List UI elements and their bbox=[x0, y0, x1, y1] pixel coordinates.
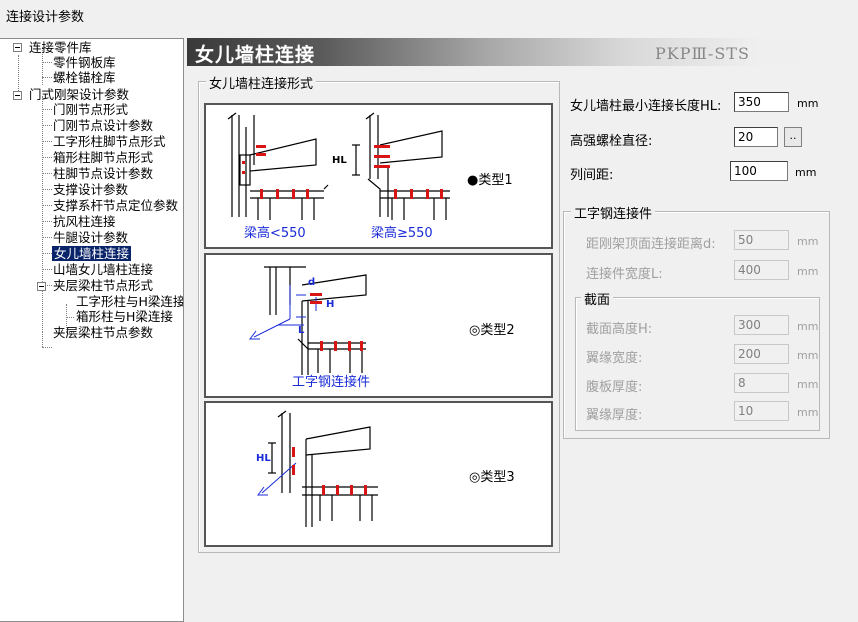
tree-item-bolt-library[interactable]: 螺栓锚栓库 bbox=[53, 70, 116, 85]
tree-line bbox=[42, 285, 52, 286]
tree-item-i-column-h-beam[interactable]: 工字形柱与H梁连接 bbox=[76, 294, 184, 309]
column-spacing-unit: mm bbox=[795, 166, 817, 179]
bolt-diameter-browse-button[interactable]: .. bbox=[784, 127, 802, 147]
type1-radio[interactable]: ●类型1 bbox=[467, 173, 513, 188]
type2-h-dimension: H bbox=[326, 299, 334, 310]
tree-item-plate-library[interactable]: 零件钢板库 bbox=[53, 55, 116, 70]
type3-radio[interactable]: ◎类型3 bbox=[469, 470, 515, 485]
connector-width-label: 连接件宽度L: bbox=[586, 267, 663, 282]
type3-hl-dimension: HL bbox=[256, 453, 271, 464]
tree-line bbox=[42, 77, 52, 78]
type1-hl-dimension: HL bbox=[332, 155, 347, 166]
web-thickness-unit: mm bbox=[797, 378, 819, 391]
tree-item-portal-frame[interactable]: 门式刚架设计参数 bbox=[29, 87, 130, 102]
tree-item-wind-column[interactable]: 抗风柱连接 bbox=[53, 214, 116, 229]
tree-line bbox=[66, 332, 74, 333]
connector-group bbox=[563, 211, 830, 439]
section-height-unit: mm bbox=[797, 320, 819, 333]
type2-drawing: d H L 工字钢连接件 bbox=[249, 266, 370, 390]
tree-line bbox=[42, 47, 43, 85]
collapse-icon[interactable] bbox=[13, 91, 22, 100]
connector-width-unit: mm bbox=[797, 265, 819, 278]
panel-title: 女儿墙柱连接 bbox=[195, 44, 316, 66]
tree-line bbox=[42, 253, 52, 254]
brand-label: PKPⅢ-STS bbox=[655, 44, 750, 63]
tree-item-parapet-column[interactable]: 女儿墙柱连接 bbox=[52, 246, 132, 261]
tree-item-joint-form[interactable]: 门刚节点形式 bbox=[53, 102, 129, 117]
type3-option[interactable]: HL ◎类型3 bbox=[204, 401, 553, 547]
tree-line bbox=[42, 62, 52, 63]
collapse-icon[interactable] bbox=[37, 282, 46, 291]
tree-line bbox=[18, 55, 19, 99]
type1-caption-b: 梁高≥550 bbox=[371, 225, 433, 241]
type2-caption: 工字钢连接件 bbox=[292, 374, 370, 390]
web-thickness-label: 腹板厚度: bbox=[586, 380, 643, 395]
tree-item-base-params[interactable]: 柱脚节点设计参数 bbox=[53, 166, 154, 181]
column-spacing-label: 列间距: bbox=[570, 168, 614, 183]
flange-thickness-label: 翼缘厚度: bbox=[586, 408, 643, 423]
column-spacing-input[interactable]: 100 bbox=[730, 161, 788, 181]
collapse-icon[interactable] bbox=[13, 43, 22, 52]
tree-line bbox=[42, 109, 52, 110]
connector-distance-unit: mm bbox=[797, 235, 819, 248]
connector-distance-label: 距刚架顶面连接距离d: bbox=[586, 237, 716, 252]
type1-option[interactable]: HL 梁高<550 梁高≥550 ●类型1 bbox=[204, 103, 553, 249]
section-height-label: 截面高度H: bbox=[586, 322, 653, 337]
type2-l-dimension: L bbox=[298, 325, 305, 336]
connector-group-label: 工字钢连接件 bbox=[571, 203, 656, 222]
tree-item-brace-params[interactable]: 支撑设计参数 bbox=[53, 182, 129, 197]
tree-line bbox=[42, 96, 43, 332]
bolt-diameter-input[interactable]: 20 bbox=[734, 127, 778, 147]
connection-type-group bbox=[198, 81, 560, 553]
tree-line bbox=[42, 332, 43, 347]
tree-item-box-column-h-beam[interactable]: 箱形柱与H梁连接 bbox=[76, 309, 173, 324]
tree-line bbox=[42, 141, 52, 142]
tree-line bbox=[42, 347, 52, 348]
tree-item-gable-parapet[interactable]: 山墙女儿墙柱连接 bbox=[53, 262, 154, 277]
connection-type-group-label: 女儿墙柱连接形式 bbox=[206, 73, 317, 92]
tree-line bbox=[42, 125, 52, 126]
panel-header bbox=[187, 38, 858, 66]
section-height-input[interactable]: 300 bbox=[734, 315, 789, 335]
tree-item-parts-library[interactable]: 连接零件库 bbox=[29, 40, 92, 55]
type2-option[interactable]: d H L 工字钢连接件 ◎类型2 bbox=[204, 253, 553, 398]
tree-item-box-column-base[interactable]: 箱形柱脚节点形式 bbox=[53, 150, 154, 165]
bolt-diameter-label: 高强螺栓直径: bbox=[570, 134, 653, 149]
section-group-label: 截面 bbox=[581, 289, 614, 308]
connector-width-input[interactable]: 400 bbox=[734, 260, 789, 280]
type2-radio[interactable]: ◎类型2 bbox=[469, 323, 515, 338]
tree-line bbox=[66, 317, 74, 318]
tree-line bbox=[42, 237, 52, 238]
flange-thickness-input[interactable]: 10 bbox=[734, 401, 789, 421]
connector-distance-input[interactable]: 50 bbox=[734, 230, 789, 250]
flange-width-label: 翼缘宽度: bbox=[586, 351, 643, 366]
min-length-input[interactable]: 350 bbox=[734, 92, 789, 112]
flange-width-input[interactable]: 200 bbox=[734, 344, 789, 364]
tree-item-brace-tie-params[interactable]: 支撑系杆节点定位参数 bbox=[53, 198, 179, 213]
flange-width-unit: mm bbox=[797, 349, 819, 362]
settings-tree[interactable]: 连接零件库 零件钢板库 螺栓锚栓库 门式刚架设计参数 门刚节点形式 门刚节点设计… bbox=[0, 38, 184, 622]
type3-drawing: HL bbox=[256, 410, 378, 527]
tree-item-joint-params[interactable]: 门刚节点设计参数 bbox=[53, 118, 154, 133]
tree-line bbox=[42, 157, 52, 158]
tree-line bbox=[42, 189, 52, 190]
type2-d-dimension: d bbox=[308, 277, 315, 288]
tree-line bbox=[42, 221, 52, 222]
tree-line bbox=[42, 269, 52, 270]
tree-item-i-column-base[interactable]: 工字形柱脚节点形式 bbox=[53, 134, 166, 149]
tree-item-mezzanine-form[interactable]: 夹层梁柱节点形式 bbox=[53, 278, 154, 293]
flange-thickness-unit: mm bbox=[797, 406, 819, 419]
section-group bbox=[575, 297, 820, 431]
tree-item-mezzanine-params[interactable]: 夹层梁柱节点参数 bbox=[53, 325, 154, 340]
min-length-unit: mm bbox=[797, 97, 819, 110]
tree-line bbox=[42, 205, 52, 206]
min-length-label: 女儿墙柱最小连接长度HL: bbox=[570, 99, 722, 114]
type1-drawing: HL 梁高<550 梁高≥550 bbox=[227, 112, 450, 241]
tree-item-bracket-params[interactable]: 牛腿设计参数 bbox=[53, 230, 129, 245]
window-title: 连接设计参数 bbox=[6, 10, 85, 25]
web-thickness-input[interactable]: 8 bbox=[734, 373, 789, 393]
tree-line bbox=[42, 173, 52, 174]
tree-line bbox=[66, 304, 67, 332]
type1-caption-a: 梁高<550 bbox=[244, 225, 306, 241]
